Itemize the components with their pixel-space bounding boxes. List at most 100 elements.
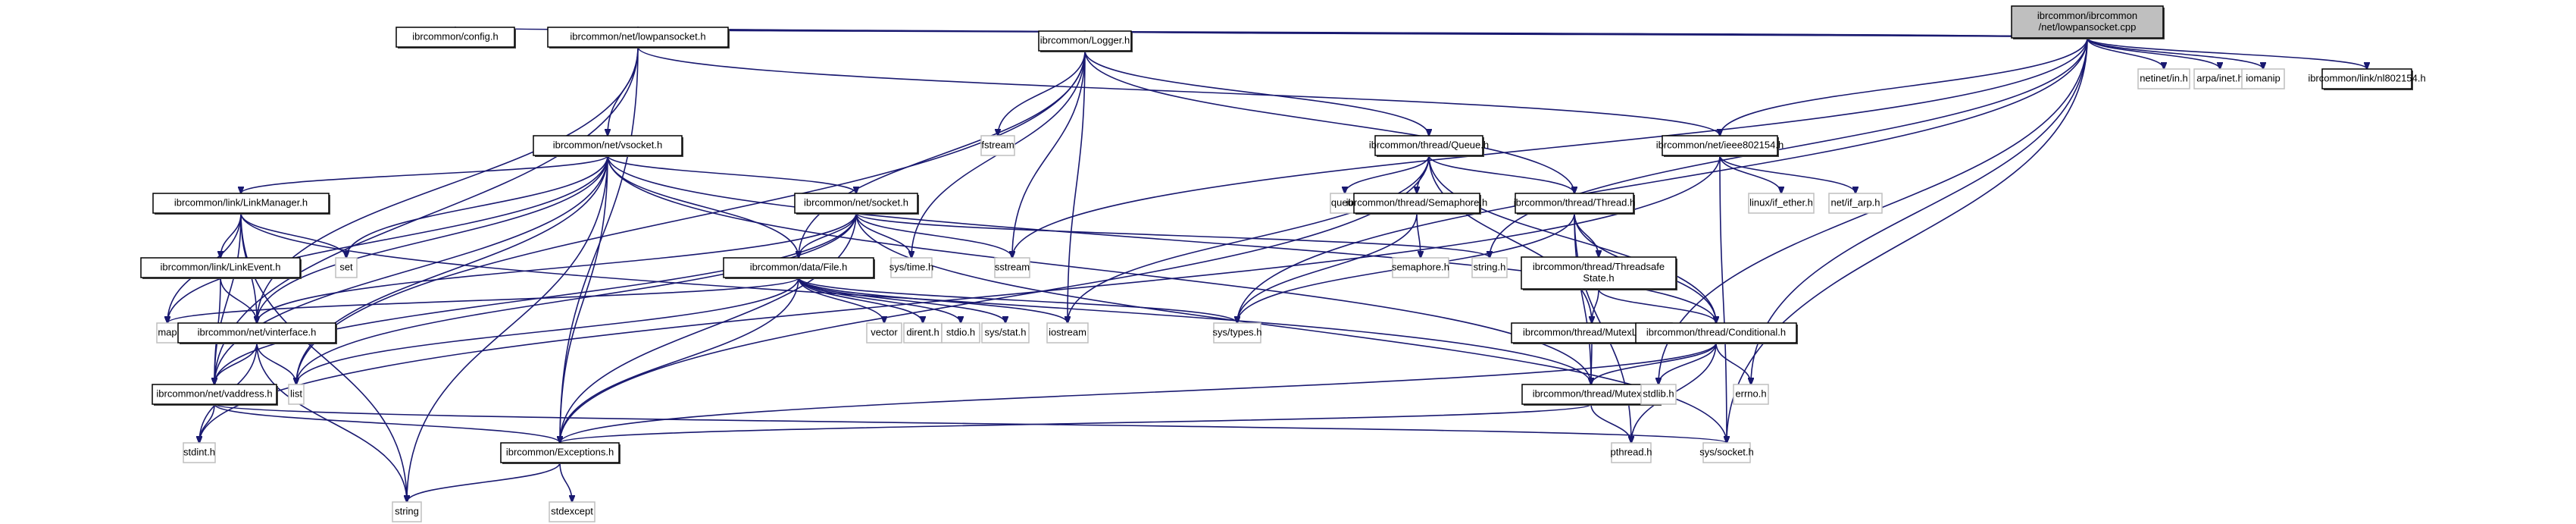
node-nl802154[interactable]: ibrcommon/link/nl802154.h bbox=[2308, 68, 2426, 90]
edge-file_h-to-map bbox=[167, 277, 799, 323]
edge-file_h-to-dirent bbox=[798, 277, 923, 323]
node-dirent: dirent.h bbox=[903, 322, 943, 344]
node-label: ibrcommon/thread/Thread.h bbox=[1514, 196, 1635, 208]
node-box bbox=[152, 384, 277, 405]
edge-file_h-to-iostream bbox=[798, 277, 1068, 323]
node-list: list bbox=[288, 384, 305, 405]
node-errno: errno.h bbox=[1733, 384, 1769, 405]
node-box bbox=[1374, 135, 1483, 156]
node-box bbox=[994, 257, 1030, 278]
node-box bbox=[500, 442, 620, 463]
edge-conditional-to-exceptions bbox=[560, 342, 1717, 443]
edge-vsocket-to-vinterface bbox=[257, 155, 608, 323]
node-box bbox=[392, 501, 422, 522]
edge-vaddress-to-exceptions bbox=[214, 403, 560, 443]
node-ieee802154[interactable]: ibrcommon/net/ieee802154.h bbox=[1656, 135, 1784, 157]
node-map: map bbox=[156, 322, 179, 344]
edge-socket_h-to-string_h bbox=[855, 212, 1490, 258]
node-label: list bbox=[290, 388, 302, 399]
edge-exceptions-to-string bbox=[407, 462, 561, 502]
node-config[interactable]: ibrcommon/config.h bbox=[395, 27, 516, 49]
edge-file_h-to-sys_types bbox=[798, 277, 1237, 323]
node-label: ibrcommon/thread/Semaphore.h bbox=[1346, 196, 1487, 208]
edge-semaphore_h-to-semaphore_sys bbox=[1416, 212, 1421, 258]
edge-vsocket-to-file_h bbox=[607, 155, 799, 258]
node-label: ibrcommon/config.h bbox=[412, 30, 498, 42]
node-label: sys/types.h bbox=[1212, 326, 1261, 337]
node-box bbox=[140, 257, 301, 278]
node-sys-types: sys/types.h bbox=[1212, 322, 1262, 344]
node-label: ibrcommon/net/vaddress.h bbox=[156, 388, 272, 399]
edge-logger-to-sstream bbox=[1012, 50, 1086, 258]
edge-conditional-to-errno bbox=[1715, 342, 1751, 384]
node-stdlib: stdlib.h bbox=[1640, 384, 1677, 405]
node-vsocket[interactable]: ibrcommon/net/vsocket.h bbox=[533, 135, 683, 157]
node-mutex-h[interactable]: ibrcommon/thread/Mutex.h bbox=[1521, 384, 1662, 406]
node-mutexlock[interactable]: ibrcommon/thread/MutexLock.h bbox=[1511, 322, 1674, 344]
edge-mutex_h-to-pthread bbox=[1590, 403, 1631, 443]
node-label: string.h bbox=[1474, 261, 1506, 272]
edge-ieee802154-to-sys_socket bbox=[1719, 155, 1727, 443]
edge-socket_h-to-list bbox=[296, 212, 857, 384]
edge-vinterface-to-string bbox=[256, 342, 407, 502]
node-exceptions[interactable]: ibrcommon/Exceptions.h bbox=[500, 442, 621, 464]
node-linkmanager[interactable]: ibrcommon/link/LinkManager.h bbox=[152, 193, 330, 215]
node-label: stdint.h bbox=[183, 446, 215, 457]
node-file-h[interactable]: ibrcommon/data/File.h bbox=[723, 257, 875, 279]
edge-root-to-sstream bbox=[1012, 37, 2088, 258]
node-label: ibrcommon/data/File.h bbox=[750, 261, 848, 272]
edge-mutexlock-to-mutex_h bbox=[1591, 342, 1592, 384]
edge-root-to-iomanip bbox=[2087, 37, 2263, 69]
edge-socket_h-to-sstream bbox=[855, 212, 1012, 258]
edge-linkevent-to-vinterface bbox=[220, 277, 257, 323]
node-box bbox=[2137, 68, 2190, 89]
edge-root-to-arpa_inet bbox=[2087, 37, 2220, 69]
node-stdint: stdint.h bbox=[183, 442, 216, 463]
edge-socket_h-to-vinterface bbox=[257, 212, 857, 323]
node-thread-h[interactable]: ibrcommon/thread/Thread.h bbox=[1514, 193, 1635, 215]
edge-vsocket-to-string bbox=[407, 155, 608, 502]
node-label: linux/if_ether.h bbox=[1749, 196, 1813, 208]
node-lowpansocket-h[interactable]: ibrcommon/net/lowpansocket.h bbox=[547, 27, 730, 49]
edge-threadsafe-to-mutexlock bbox=[1592, 288, 1599, 323]
node-label: queue bbox=[1331, 196, 1358, 208]
node-box bbox=[1353, 193, 1480, 214]
node-vaddress[interactable]: ibrcommon/net/vaddress.h bbox=[152, 384, 278, 406]
node-conditional[interactable]: ibrcommon/thread/Conditional.h bbox=[1635, 322, 1798, 344]
edge-root-to-string_h bbox=[1490, 37, 2088, 258]
node-fstream: fstream bbox=[980, 135, 1015, 156]
node-box bbox=[1640, 384, 1677, 405]
node-label: ibrcommon/net/ieee802154.h bbox=[1656, 139, 1784, 150]
edge-root-to-ieee802154 bbox=[1720, 37, 2088, 136]
node-stdio: stdio.h bbox=[941, 322, 980, 344]
node-vinterface[interactable]: ibrcommon/net/vinterface.h bbox=[177, 322, 337, 344]
node-box bbox=[1392, 257, 1449, 278]
edges-layer bbox=[167, 27, 2367, 502]
node-socket-h[interactable]: ibrcommon/net/socket.h bbox=[794, 193, 919, 215]
node-box bbox=[2011, 5, 2164, 39]
node-logger[interactable]: ibrcommon/Logger.h bbox=[1038, 30, 1133, 52]
edge-logger-to-thread_h bbox=[1084, 50, 1574, 193]
node-queue-h[interactable]: ibrcommon/thread/Queue.h bbox=[1369, 135, 1489, 157]
node-label: stdexcept bbox=[551, 505, 593, 516]
edge-mutex_h-to-exceptions bbox=[560, 403, 1592, 443]
edge-logger-to-fstream bbox=[998, 50, 1086, 136]
edge-vsocket-to-map bbox=[167, 155, 608, 323]
node-iostream: iostream bbox=[1046, 322, 1089, 344]
edge-file_h-to-stdio bbox=[798, 277, 961, 323]
node-box bbox=[288, 384, 305, 405]
node-linkevent[interactable]: ibrcommon/link/LinkEvent.h bbox=[140, 257, 302, 279]
node-box bbox=[177, 322, 336, 344]
node-root[interactable]: ibrcommon/ibrcommon/net/lowpansocket.cpp bbox=[2011, 5, 2165, 39]
node-label: ibrcommon/link/LinkEvent.h bbox=[161, 261, 281, 272]
node-label: ibrcommon/net/vsocket.h bbox=[553, 139, 663, 150]
edge-vsocket-to-set bbox=[346, 155, 608, 258]
node-label: State.h bbox=[1583, 272, 1614, 284]
node-semaphore-h[interactable]: ibrcommon/thread/Semaphore.h bbox=[1346, 193, 1487, 215]
node-label: ibrcommon/link/LinkManager.h bbox=[174, 196, 308, 208]
node-semaphore-sys: semaphore.h bbox=[1392, 257, 1449, 278]
node-netinet-in: netinet/in.h bbox=[2137, 68, 2190, 89]
node-label: ibrcommon/thread/Conditional.h bbox=[1646, 326, 1786, 337]
edge-vsocket-to-socket_h bbox=[607, 155, 856, 193]
